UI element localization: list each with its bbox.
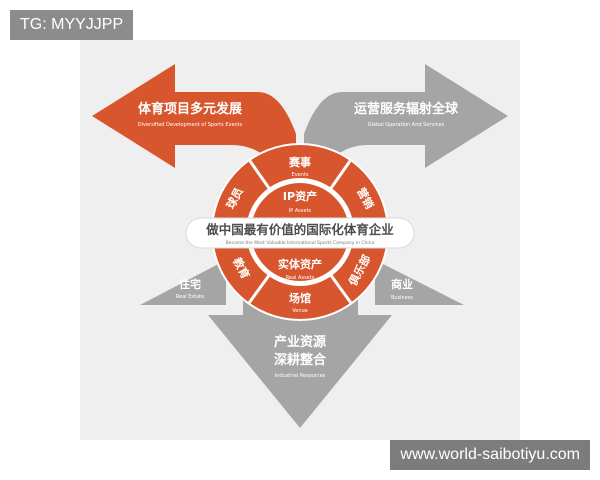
corner-tag: TG: MYYJJPP [10,10,134,40]
right-arrow-subtitle: Global Operation And Services [368,122,445,128]
ip-assets-title: IP资产 [283,189,317,203]
center-banner [185,217,415,249]
center-subtitle: Become the Most Valuable International S… [226,240,375,246]
left-triangle [140,260,226,305]
left-triangle-subtitle: Real Estate [176,294,204,300]
bottom-arrow [208,295,392,428]
ip-assets-subtitle: IP Assets [289,208,312,214]
watermark-url: www.world-saibotiyu.com [390,440,590,470]
diagram-panel: 做中国最有价值的国际化体育企业 Become the Most Valuable… [80,40,520,440]
left-arrow-title: 体育项目多元发展 [138,101,243,117]
real-assets-title: 实体资产 [278,257,322,271]
center-title: 做中国最有价值的国际化体育企业 [205,222,394,237]
ring-label-venue: 场馆 [289,291,311,305]
right-triangle-subtitle: Business [391,295,413,301]
ring-label-events: 赛事 [288,155,311,169]
real-assets-subtitle: Real Assets [286,275,315,281]
bottom-arrow-subtitle: Industrial Resources [275,373,326,379]
left-arrow-subtitle: Diversified Development of Sports Events [138,122,243,128]
right-arrow-title: 运营服务辐射全球 [354,101,459,117]
bottom-arrow-line1: 产业资源 [274,334,326,350]
right-triangle [375,260,464,305]
ring-sub-events: Events [292,172,309,178]
strategy-diagram: 做中国最有价值的国际化体育企业 Become the Most Valuable… [92,64,508,428]
right-triangle-title: 商业 [391,277,413,291]
left-curved-arrow [92,64,296,190]
right-curved-arrow [304,64,508,190]
ring-sub-venue: Venue [292,308,308,314]
ring-dividers [247,160,353,304]
left-triangle-title: 住宅 [179,277,201,291]
bottom-arrow-line2: 深耕整合 [274,352,327,368]
